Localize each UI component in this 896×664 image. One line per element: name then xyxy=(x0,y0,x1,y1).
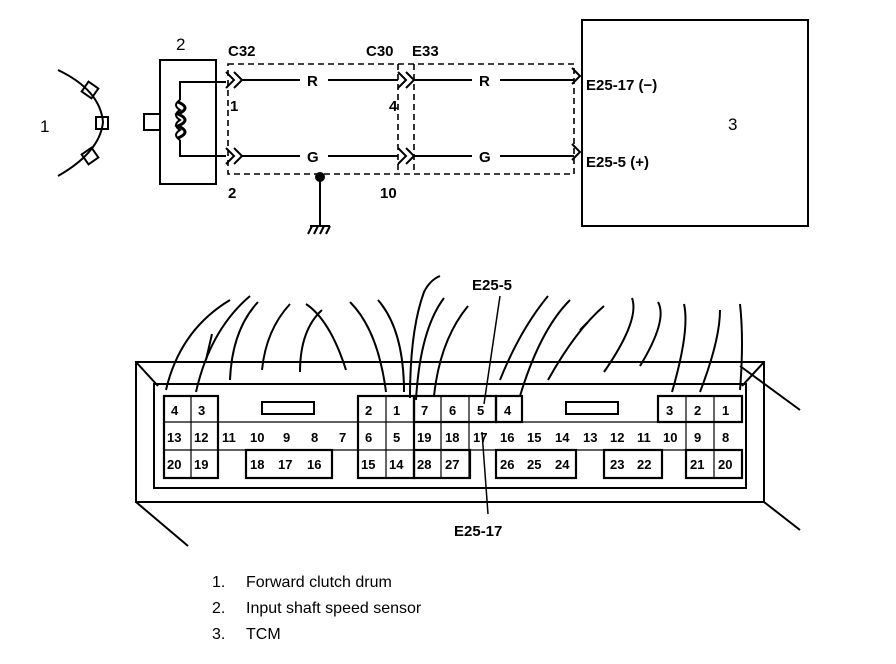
pin-grid xyxy=(164,396,742,478)
pin-label: 10 xyxy=(663,430,677,445)
pin-label: 5 xyxy=(477,403,484,418)
pin-label: 15 xyxy=(527,430,541,445)
forward-clutch-drum xyxy=(57,69,109,177)
legend-text: TCM xyxy=(246,626,281,643)
pin-label: 20 xyxy=(167,457,181,472)
pin-label: 10 xyxy=(250,430,264,445)
pin-label: 6 xyxy=(449,403,456,418)
pin-label: 11 xyxy=(637,430,651,445)
pin-label: 22 xyxy=(637,457,651,472)
pin-label: 27 xyxy=(445,457,459,472)
pin-label: 15 xyxy=(361,457,375,472)
legend-item: 3. TCM xyxy=(212,622,421,648)
c30-pin-bottom: 10 xyxy=(380,185,397,202)
pin-label: 20 xyxy=(718,457,732,472)
pin-label: 19 xyxy=(194,457,208,472)
callout-leaders xyxy=(481,295,501,515)
tcm-terminal-top: E25-17 (−) xyxy=(586,77,657,94)
tcm-connector-housing xyxy=(135,361,801,547)
pin-label: 12 xyxy=(610,430,624,445)
tcm-terminal-bottom: E25-5 (+) xyxy=(586,154,649,171)
wire-g-label-left: G xyxy=(307,149,319,166)
pin-label: 26 xyxy=(500,457,514,472)
legend-item: 2. Input shaft speed sensor xyxy=(212,596,421,622)
wire-r-label-right: R xyxy=(479,73,490,90)
wire-shield xyxy=(227,63,575,175)
pin-label: 18 xyxy=(250,457,264,472)
input-shaft-speed-sensor xyxy=(143,59,226,185)
pin-label: 9 xyxy=(694,430,701,445)
c30-pin-top: 4 xyxy=(389,98,398,115)
pin-label: 16 xyxy=(307,457,321,472)
legend-number: 1. xyxy=(212,574,226,591)
pin-label: 1 xyxy=(393,403,400,418)
pin-label: 7 xyxy=(421,403,428,418)
pin-label: 24 xyxy=(555,457,570,472)
pin-label: 8 xyxy=(722,430,729,445)
pin-label: 7 xyxy=(339,430,346,445)
pin-label: 21 xyxy=(690,457,704,472)
wire-r-label-left: R xyxy=(307,73,318,90)
legend-number: 2. xyxy=(212,600,226,617)
pin-label: 12 xyxy=(194,430,208,445)
legend-item: 1. Forward clutch drum xyxy=(212,570,421,596)
callout-e25-5: E25-5 xyxy=(472,277,512,294)
pin-label: 17 xyxy=(473,430,487,445)
pin-label: 5 xyxy=(393,430,400,445)
pin-label: 28 xyxy=(417,457,431,472)
callout-e25-17: E25-17 xyxy=(454,523,502,540)
pin-label: 4 xyxy=(171,403,179,418)
pin-label: 9 xyxy=(283,430,290,445)
drum-number-label: 1 xyxy=(40,117,49,136)
pin-label: 13 xyxy=(583,430,597,445)
legend: 1. Forward clutch drum 2. Input shaft sp… xyxy=(212,570,421,648)
pin-label: 4 xyxy=(504,403,512,418)
pin-label: 3 xyxy=(666,403,673,418)
pin-label: 6 xyxy=(365,430,372,445)
pin-label: 25 xyxy=(527,457,541,472)
wire-g-label-right: G xyxy=(479,149,491,166)
pin-label: 19 xyxy=(417,430,431,445)
pin-label: 1 xyxy=(722,403,729,418)
legend-number: 3. xyxy=(212,626,226,643)
tcm-box xyxy=(581,19,809,227)
pin-label: 2 xyxy=(365,403,372,418)
pin-label: 11 xyxy=(222,430,236,445)
legend-text: Input shaft speed sensor xyxy=(246,600,422,617)
pin-label: 23 xyxy=(610,457,624,472)
pin-label: 16 xyxy=(500,430,514,445)
pin-label: 18 xyxy=(445,430,459,445)
pin-label: 14 xyxy=(389,457,404,472)
pin-label: 17 xyxy=(278,457,292,472)
tcm-number-label: 3 xyxy=(728,115,737,134)
sensor-pin-bottom: 2 xyxy=(228,185,236,202)
ground-symbol xyxy=(307,172,331,235)
connector-c30-label: C30 xyxy=(366,43,394,60)
sensor-number-label: 2 xyxy=(176,35,185,54)
pin-label: 3 xyxy=(198,403,205,418)
pin-label: 8 xyxy=(311,430,318,445)
connector-c32-label: C32 xyxy=(228,43,256,60)
pin-label: 14 xyxy=(555,430,570,445)
pin-label: 13 xyxy=(167,430,181,445)
connector-e33-label: E33 xyxy=(412,43,439,60)
wires xyxy=(242,79,574,157)
sensor-pin-top: 1 xyxy=(230,98,238,115)
legend-text: Forward clutch drum xyxy=(246,574,392,591)
harness-wires xyxy=(165,275,743,401)
pin-label: 2 xyxy=(694,403,701,418)
connector-symbols xyxy=(225,67,582,165)
